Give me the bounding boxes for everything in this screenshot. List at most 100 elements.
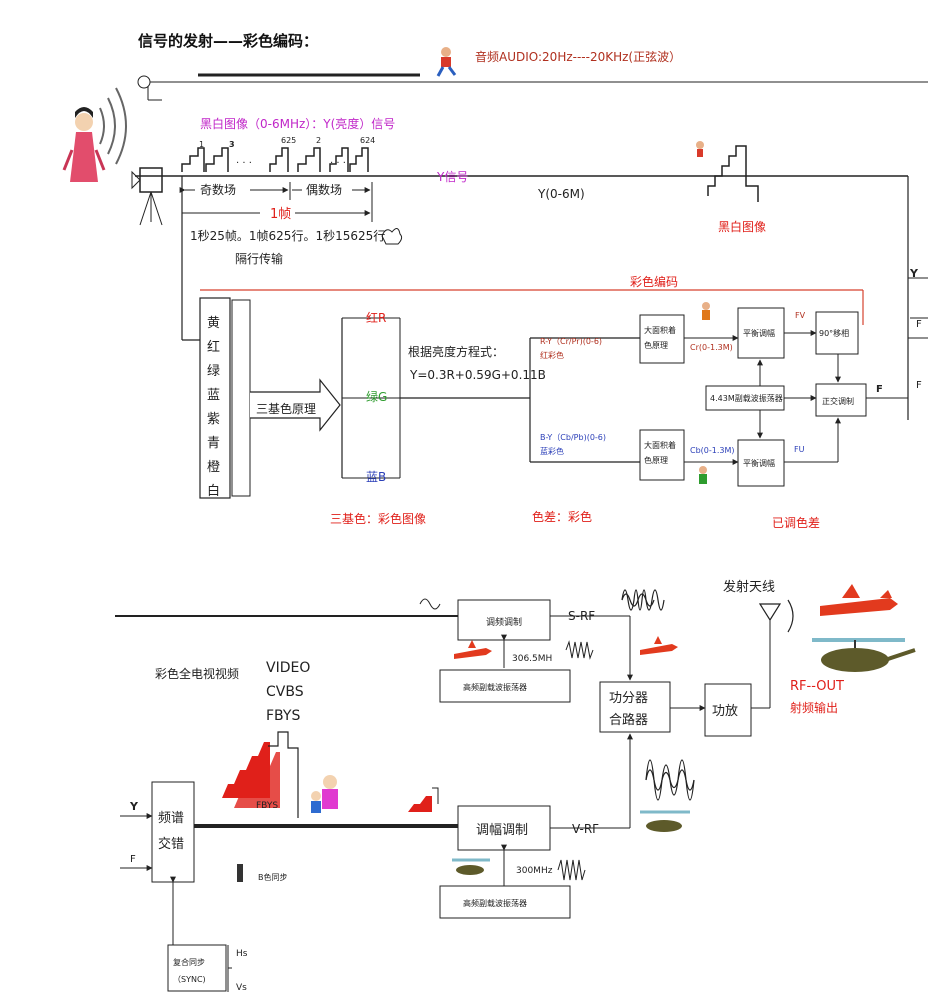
running-child-icon [436,47,457,77]
color-purple: 紫 [207,412,220,427]
color-white: 白 [207,483,220,499]
large-area-box-2 [639,429,685,481]
phase-90-box [815,311,859,355]
large-area-2-line2: 色原理 [644,455,668,465]
hf-osc-2-label: 高频副载波振荡器 [463,898,527,908]
fm-wave-icon [621,589,665,611]
hand-pointer-icon [381,228,403,245]
hf-osc-box-2 [439,885,571,919]
large-area-box-1 [639,314,685,364]
green-g-label: 绿G [366,389,387,404]
rf-out-sub-label: 射频输出 [790,700,838,715]
sound-wave-icon [99,87,127,165]
hf-osc-1-label: 高频副载波振荡器 [463,682,527,692]
phase-90-label: 90°移相 [819,328,849,338]
by-label: B-Y（Cb/Pb)(0-6) [540,433,606,442]
helicopter-icon [812,638,916,672]
cr-label: Cr(0-1.3M) [690,343,733,352]
antenna-icon [758,599,794,633]
balance-mod-2-label: 平衡调幅 [743,458,775,468]
caption-primary: 三基色：彩色图像 [330,512,426,526]
vs-label: Vs [236,983,247,993]
video-name: VIDEO [266,660,310,676]
full-tv-label: 彩色全电视视频 [155,666,239,681]
by-sub-label: 蓝彩色 [540,446,564,456]
am-wave-icon [645,759,695,801]
b-sync-label: B色同步 [258,872,288,882]
ry-label: R-Y（Cr/Pr)(0-6) [540,337,602,346]
red-r-label: 红R [366,310,386,325]
fbys-small-label: FBYS [256,801,278,811]
hs-label: Hs [236,949,248,959]
large-area-1-line1: 大面积着 [644,325,676,335]
balance-mod-box-2 [737,439,785,487]
f-out-label: F [876,384,883,395]
color-red: 红 [207,339,220,355]
three-primary-principle: 三基色原理 [256,402,316,416]
b-sync-pulse [237,864,243,882]
power-amp-box [704,683,752,737]
line-number-2: 2 [316,136,321,145]
y-in-label: Y [129,800,139,813]
large-area-1-line2: 色原理 [644,340,668,350]
small-child-icon [696,141,704,157]
cb-label: Cb(0-1.3M) [690,446,735,455]
color-cyan: 青 [207,436,220,451]
sine-wave-icon [419,598,441,610]
s-rf-label: S-RF [568,609,595,623]
luma-eq-title: 根据亮度方程式： [408,344,504,359]
dots-odd: · · · [236,158,252,169]
bw-image-label: 黑白图像（0-6MHz）：Y(亮度）信号 [200,116,395,131]
sync-line2: （SYNC) [173,975,206,984]
f-right-label-2: F [916,380,922,391]
hf-osc-box-1 [439,669,571,703]
osc-443-label: 4.43M副载波振荡器 [710,393,783,403]
red-plane-icon-2 [640,636,678,655]
one-frame-label: 1帧 [270,207,291,222]
fm-mod-label: 调频调制 [486,616,522,628]
spectrum-box [151,781,195,883]
page-title: 信号的发射——彩色编码： [138,32,318,50]
zigzag-osc-1 [565,640,594,660]
even-field-label: 偶数场 [306,182,342,197]
spectrum-line2: 交错 [158,836,184,852]
am-mod-label: 调幅调制 [476,823,528,838]
bw-staircase [707,145,759,202]
bw-image-caption: 黑白图像 [718,219,766,234]
color-encoding-label: 彩色编码 [630,274,678,289]
combiner-line1: 功分器 [609,691,648,706]
large-area-2-line1: 大面积着 [644,440,676,450]
color-blue: 蓝 [207,388,220,403]
sync-line1: 复合同步 [173,957,205,967]
red-plane-icon-1 [454,640,492,659]
primary-arrow [250,378,341,432]
line-number-625: 625 [281,136,296,145]
freq-300-label: 300MHz [516,866,553,876]
line-number-1: 1 [199,140,204,149]
balance-mod-1-label: 平衡调幅 [743,328,775,338]
rf-out-label: RF--OUT [790,679,844,694]
color-orange: 橙 [207,460,220,475]
cvbs-name: CVBS [266,684,304,700]
audio-label: 音频AUDIO:20Hz----20KHz(正弦波） [475,49,681,64]
color-column-box [199,297,231,499]
color-column-text: 黄 红 绿 蓝 紫 青 橙 白 [207,316,220,499]
balance-mod-box-1 [737,307,785,359]
dots-even: · · · [330,158,346,169]
frame-info-label: 1秒25帧。1帧625行。1秒15625行 [190,229,385,243]
odd-field-label: 奇数场 [200,182,236,197]
microphone-icon [137,75,151,89]
ry-sub-label: 红彩色 [540,350,564,360]
freq-306-label: 306.5MH [512,654,552,664]
sync-box [167,944,227,992]
caption-chroma: 色差：彩色 [532,510,592,524]
quad-mod-box [815,383,867,417]
red-staircase-icon [222,742,280,808]
caption-modulated: 已调色差 [772,516,820,530]
sync-waveform [268,731,299,818]
small-boy-icon-1 [702,302,710,320]
fu-label: FU [794,445,805,454]
interlace-label: 隔行传输 [235,251,283,266]
blue-b-label: 蓝B [366,470,386,484]
